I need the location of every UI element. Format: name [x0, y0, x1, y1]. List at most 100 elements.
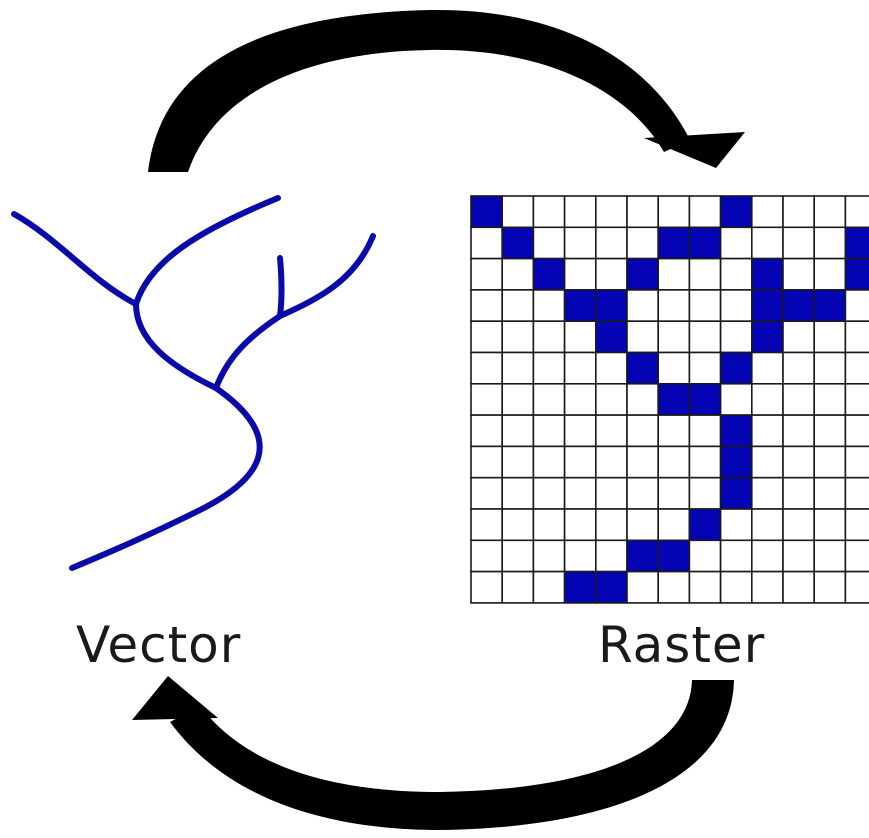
raster-cell — [502, 540, 533, 571]
raster-cell — [533, 196, 564, 227]
raster-cell-filled — [627, 259, 658, 290]
raster-cell — [471, 227, 502, 258]
raster-cell — [533, 540, 564, 571]
raster-cell — [689, 446, 720, 477]
raster-cell-filled — [596, 321, 627, 352]
raster-cell — [783, 227, 814, 258]
raster-cell — [565, 478, 596, 509]
raster-cell — [533, 353, 564, 384]
raster-cell — [814, 196, 845, 227]
raster-cell — [533, 384, 564, 415]
raster-cell — [596, 353, 627, 384]
raster-cell — [502, 321, 533, 352]
raster-cell — [627, 227, 658, 258]
raster-cell — [814, 540, 845, 571]
raster-cell — [471, 384, 502, 415]
raster-cell — [783, 196, 814, 227]
raster-cell — [596, 384, 627, 415]
raster-cell — [471, 353, 502, 384]
raster-cell — [471, 415, 502, 446]
raster-cell — [845, 321, 869, 352]
raster-cell — [721, 290, 752, 321]
raster-cell — [783, 572, 814, 603]
raster-cell — [565, 540, 596, 571]
raster-cell — [627, 446, 658, 477]
raster-cell-filled — [721, 353, 752, 384]
raster-cell — [502, 384, 533, 415]
raster-cell — [689, 321, 720, 352]
raster-cell — [814, 227, 845, 258]
raster-cell-filled — [752, 321, 783, 352]
raster-cell — [845, 415, 869, 446]
raster-cell — [627, 478, 658, 509]
raster-cell — [689, 572, 720, 603]
raster-cell — [658, 509, 689, 540]
raster-cell — [565, 384, 596, 415]
raster-cell — [814, 509, 845, 540]
arrow-raster-to-vector — [132, 676, 734, 830]
raster-cell — [502, 353, 533, 384]
raster-cell — [533, 509, 564, 540]
raster-cell — [783, 509, 814, 540]
raster-cell — [658, 572, 689, 603]
raster-cell — [533, 227, 564, 258]
raster-cell-filled — [689, 509, 720, 540]
raster-cell-filled — [471, 196, 502, 227]
raster-cell — [814, 415, 845, 446]
raster-cell — [845, 290, 869, 321]
raster-cell — [565, 509, 596, 540]
arrow-raster-to-vector-body — [170, 680, 734, 830]
vector-left-branch — [14, 214, 136, 304]
raster-cell — [658, 259, 689, 290]
raster-cell-filled — [596, 572, 627, 603]
raster-cell — [752, 478, 783, 509]
arrow-vector-to-raster — [148, 10, 745, 172]
raster-cell — [721, 321, 752, 352]
vector-label: Vector — [76, 616, 241, 674]
raster-cell — [627, 415, 658, 446]
raster-cell — [565, 227, 596, 258]
raster-cell — [783, 415, 814, 446]
raster-cell — [689, 478, 720, 509]
raster-cell — [502, 415, 533, 446]
raster-cell — [814, 384, 845, 415]
raster-cell — [533, 290, 564, 321]
raster-cell — [596, 509, 627, 540]
raster-cell-filled — [565, 572, 596, 603]
vector-small-fork — [280, 258, 282, 316]
raster-cell — [471, 321, 502, 352]
raster-cell-filled — [845, 227, 869, 258]
raster-cell — [689, 196, 720, 227]
raster-cell — [689, 353, 720, 384]
raster-cell — [752, 196, 783, 227]
raster-cell — [752, 384, 783, 415]
raster-cell-filled — [721, 446, 752, 477]
vector-upper-branch — [136, 198, 278, 304]
raster-cell — [565, 353, 596, 384]
raster-cell — [721, 509, 752, 540]
raster-cell — [845, 196, 869, 227]
vector-drawing — [14, 198, 373, 568]
raster-cell — [596, 415, 627, 446]
raster-cell — [627, 384, 658, 415]
raster-cell — [596, 446, 627, 477]
raster-cell-filled — [752, 259, 783, 290]
raster-cell — [502, 478, 533, 509]
raster-cell — [565, 196, 596, 227]
raster-cell — [814, 572, 845, 603]
raster-cell-filled — [627, 540, 658, 571]
raster-cell-filled — [845, 259, 869, 290]
raster-cell — [783, 353, 814, 384]
raster-cell — [783, 540, 814, 571]
raster-cell — [752, 540, 783, 571]
raster-cell — [689, 259, 720, 290]
raster-cell — [533, 415, 564, 446]
raster-cell — [596, 478, 627, 509]
raster-cell — [471, 290, 502, 321]
raster-cell — [658, 478, 689, 509]
raster-cell-filled — [814, 290, 845, 321]
raster-cell — [502, 259, 533, 290]
raster-cell — [565, 259, 596, 290]
raster-label: Raster — [598, 616, 765, 674]
